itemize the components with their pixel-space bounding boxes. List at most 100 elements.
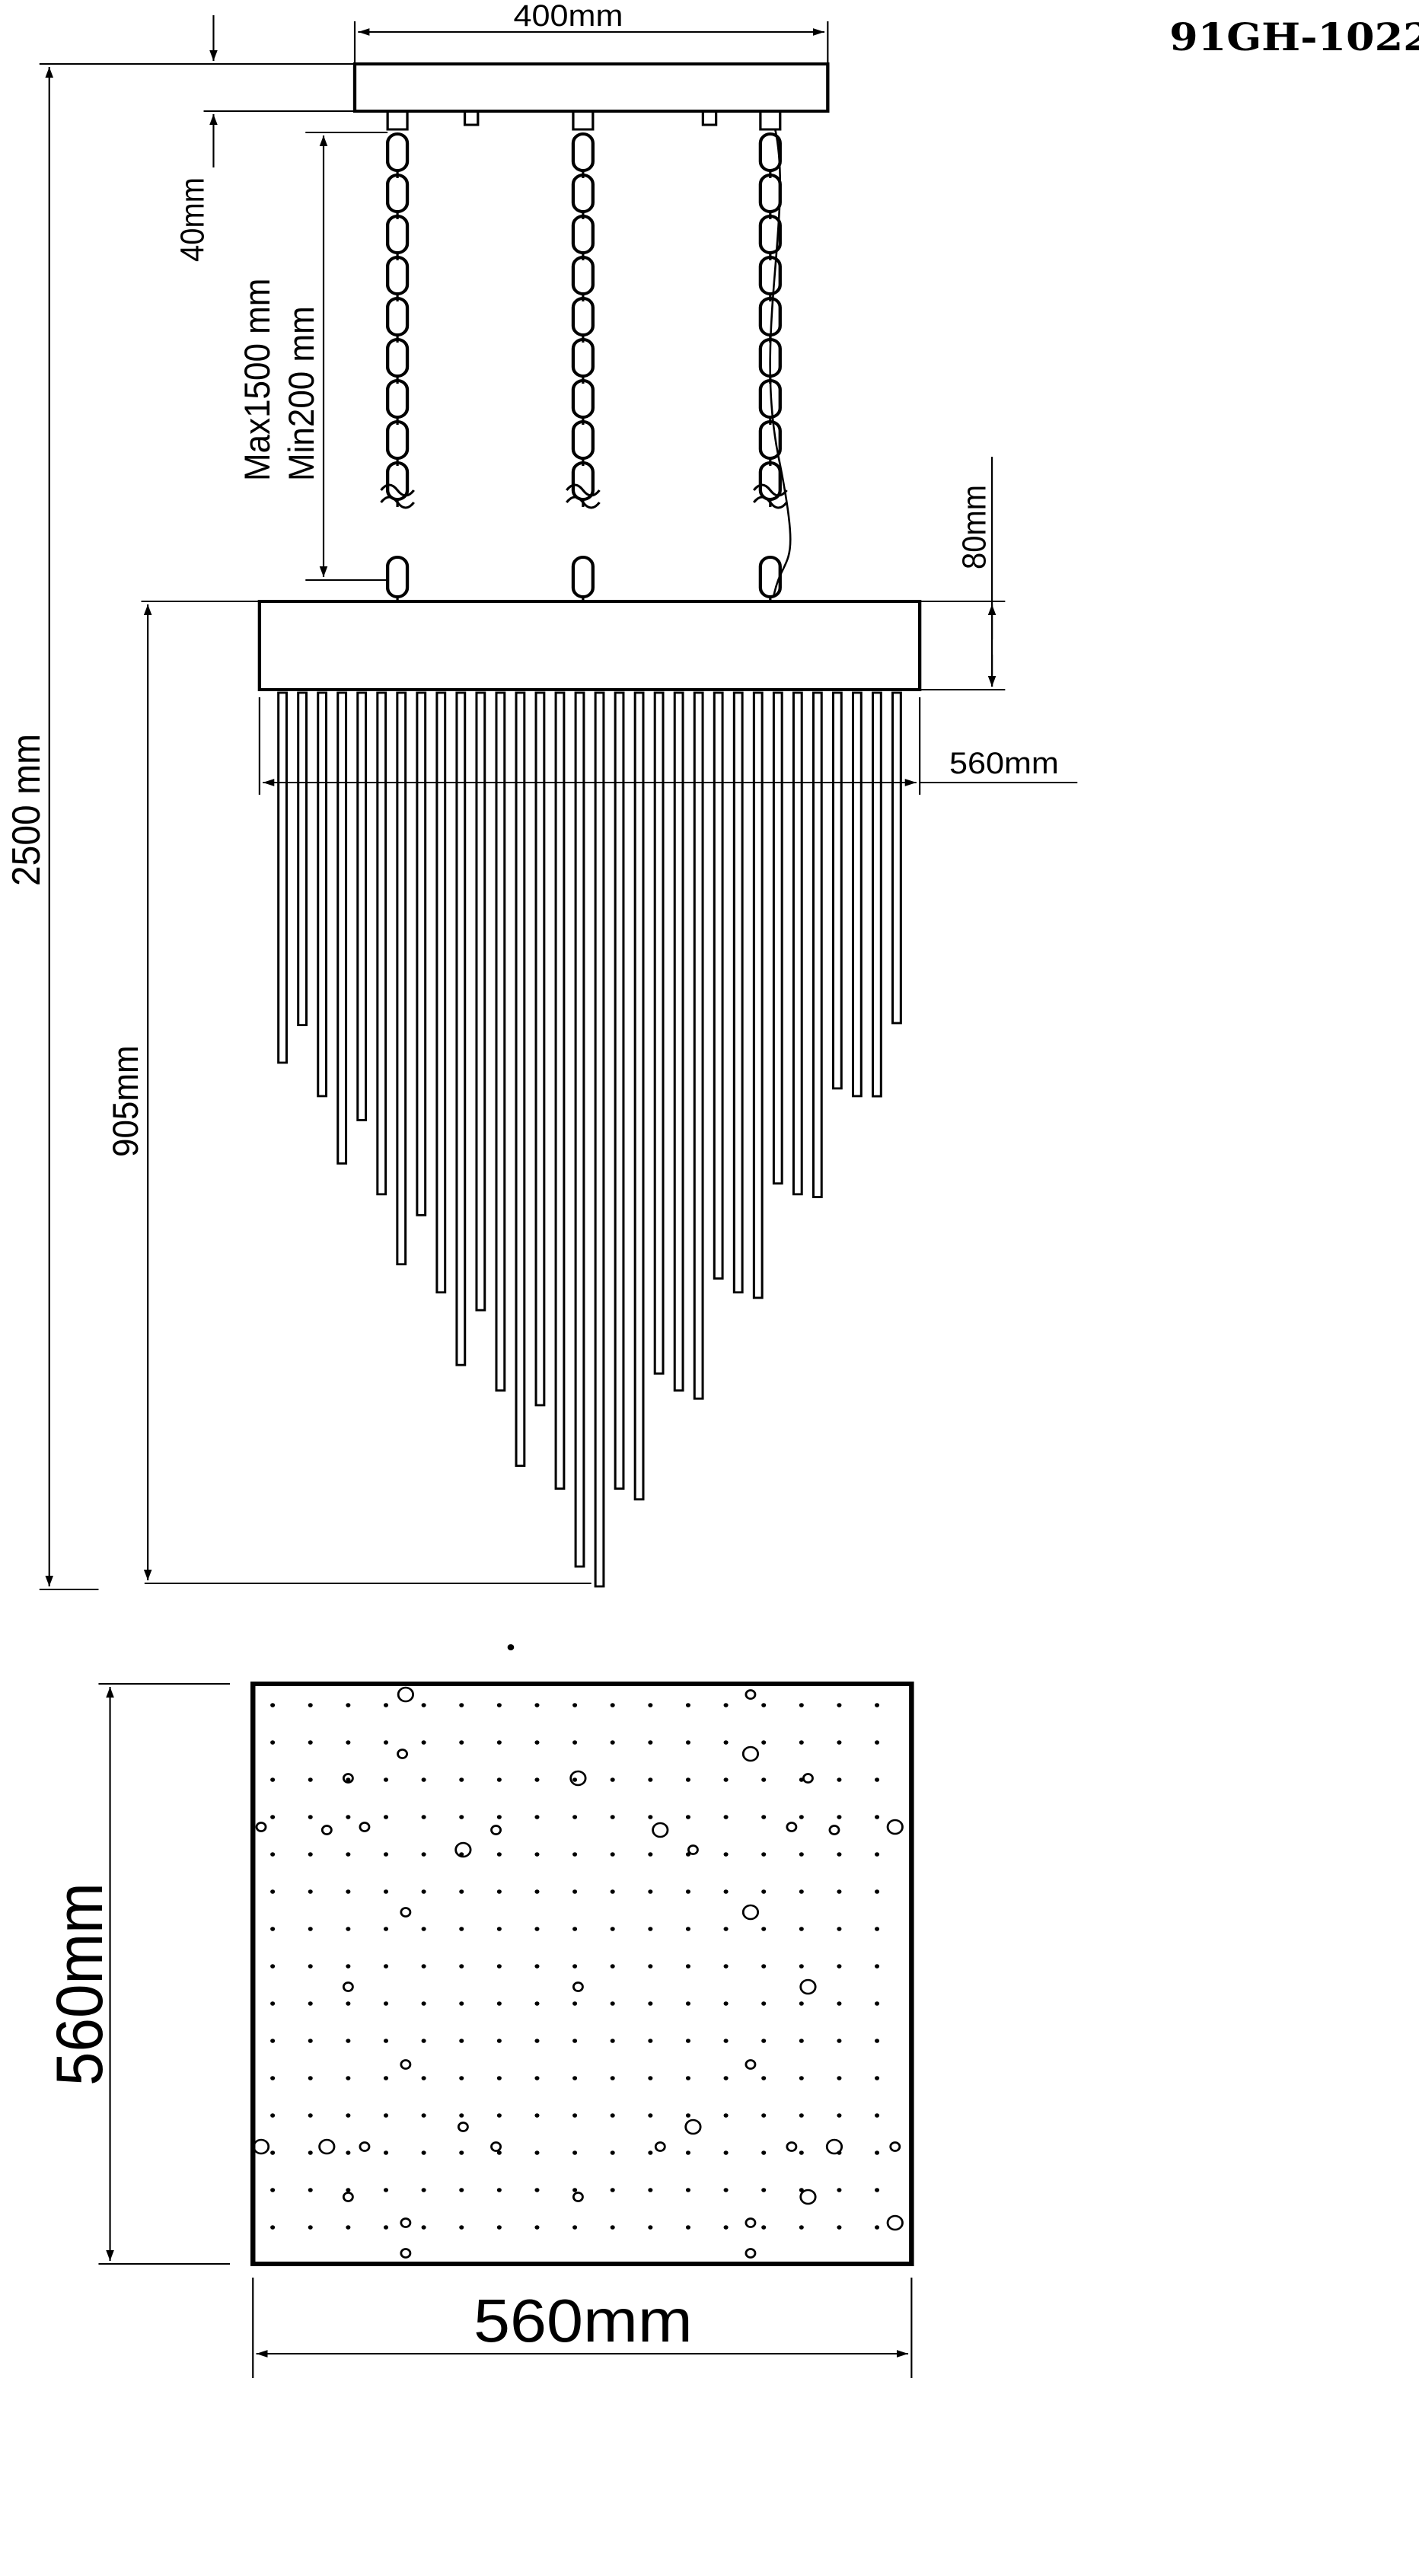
plan-dot [270, 1740, 276, 1745]
plan-dot [346, 1964, 351, 1969]
plan-dot [799, 1703, 804, 1707]
plan-dot [572, 2039, 578, 2043]
plan-dot [270, 2001, 276, 2006]
plan-dot [270, 1889, 276, 1894]
plan-dot [685, 2001, 690, 2006]
overall-height-label: 2500 mm [4, 734, 48, 886]
chain-break [565, 483, 601, 497]
plan-dot [610, 2150, 615, 2155]
plan-dot [875, 2039, 880, 2043]
plan-ring [400, 1907, 412, 1918]
plan-view-frame [250, 1682, 914, 2266]
plan-ring [745, 2217, 757, 2228]
plan-dot [383, 2076, 389, 2080]
plan-dot [270, 1815, 276, 1819]
plan-dot [383, 2039, 389, 2043]
body-width-dimension: 560mm [258, 697, 1078, 795]
plan-dot [875, 1927, 880, 1931]
plan-dot [610, 2113, 615, 2118]
plan-dot [346, 1852, 351, 1857]
rod [515, 691, 526, 1467]
plan-dot [308, 2076, 313, 2080]
plan-dot [421, 2001, 426, 2006]
plan-dot [496, 1927, 502, 1931]
plan-dot [799, 2150, 804, 2155]
plan-dot [346, 2188, 351, 2192]
plan-dot [875, 1889, 880, 1894]
canopy-width-label: 400mm [514, 0, 623, 33]
plan-dot [723, 1777, 729, 1782]
plan-dot [761, 1889, 767, 1894]
plan-dot [346, 2039, 351, 2043]
rod [356, 691, 368, 1121]
chain-link [385, 215, 410, 254]
plan-dot [837, 1740, 842, 1745]
rod [752, 691, 764, 1299]
plan-dot [308, 1964, 313, 1969]
rod [317, 691, 328, 1098]
chains [380, 129, 792, 603]
plan-width-label: 560mm [474, 2287, 693, 2354]
plan-dot [383, 1740, 389, 1745]
plan-dot [534, 1927, 540, 1931]
plan-dot [459, 1927, 464, 1931]
plan-dot [421, 1889, 426, 1894]
plan-ring [252, 2138, 270, 2155]
plan-dot [421, 1964, 426, 1969]
plan-dot [837, 1927, 842, 1931]
plan-dot [534, 1889, 540, 1894]
plan-dot [383, 1703, 389, 1707]
plan-dot [534, 1815, 540, 1819]
canopy-width-dimension: 400mm [353, 0, 829, 64]
plan-dot [685, 2039, 690, 2043]
plan-dot [685, 1815, 690, 1819]
plan-dot [723, 2076, 729, 2080]
plan-dot [346, 1815, 351, 1819]
rod [574, 691, 585, 1568]
plan-dot [496, 1889, 502, 1894]
plan-dot [610, 1852, 615, 1857]
plan-dot [308, 1927, 313, 1931]
plan-ring [454, 1841, 472, 1858]
plan-dot [496, 1777, 502, 1782]
plan-dot [648, 2076, 653, 2080]
plan-depth-dimension: 560mm [43, 1683, 231, 2265]
plan-dot [761, 1852, 767, 1857]
body-height-dimension: 80mm [920, 457, 1006, 690]
plan-dot [421, 2113, 426, 2118]
plan-dot [723, 1740, 729, 1745]
plan-dot [534, 1777, 540, 1782]
plan-dot [648, 1703, 653, 1707]
plan-dot [837, 1852, 842, 1857]
plan-dot [270, 2225, 276, 2230]
rod [732, 691, 744, 1294]
plan-dot [761, 2113, 767, 2118]
plan-dot [572, 2225, 578, 2230]
chain-link [571, 379, 595, 419]
chain-length-dimension: Max1500 mm Min200 mm [237, 132, 388, 581]
rod [396, 691, 407, 1266]
rod [851, 691, 863, 1098]
plan-dot [459, 1703, 464, 1707]
plan-dot [572, 1815, 578, 1819]
plan-dot [346, 1703, 351, 1707]
plan-dot [308, 1703, 313, 1707]
plan-dot [383, 1889, 389, 1894]
plan-dot [421, 2188, 426, 2192]
plan-dot [610, 1927, 615, 1931]
rod [594, 691, 605, 1588]
plan-ring [342, 1981, 354, 1992]
chain-link [571, 174, 595, 213]
plan-dot [459, 1889, 464, 1894]
plan-dot [610, 2039, 615, 2043]
plan-dot [496, 2188, 502, 2192]
plan-dot [685, 2188, 690, 2192]
chain-link [571, 256, 595, 295]
plan-dot [572, 1777, 578, 1782]
plan-dot [875, 1740, 880, 1745]
plan-dot [346, 2113, 351, 2118]
plan-ring [786, 2141, 798, 2152]
chain-break [380, 483, 415, 497]
plan-dot [308, 2001, 313, 2006]
plan-ring [745, 2059, 757, 2070]
